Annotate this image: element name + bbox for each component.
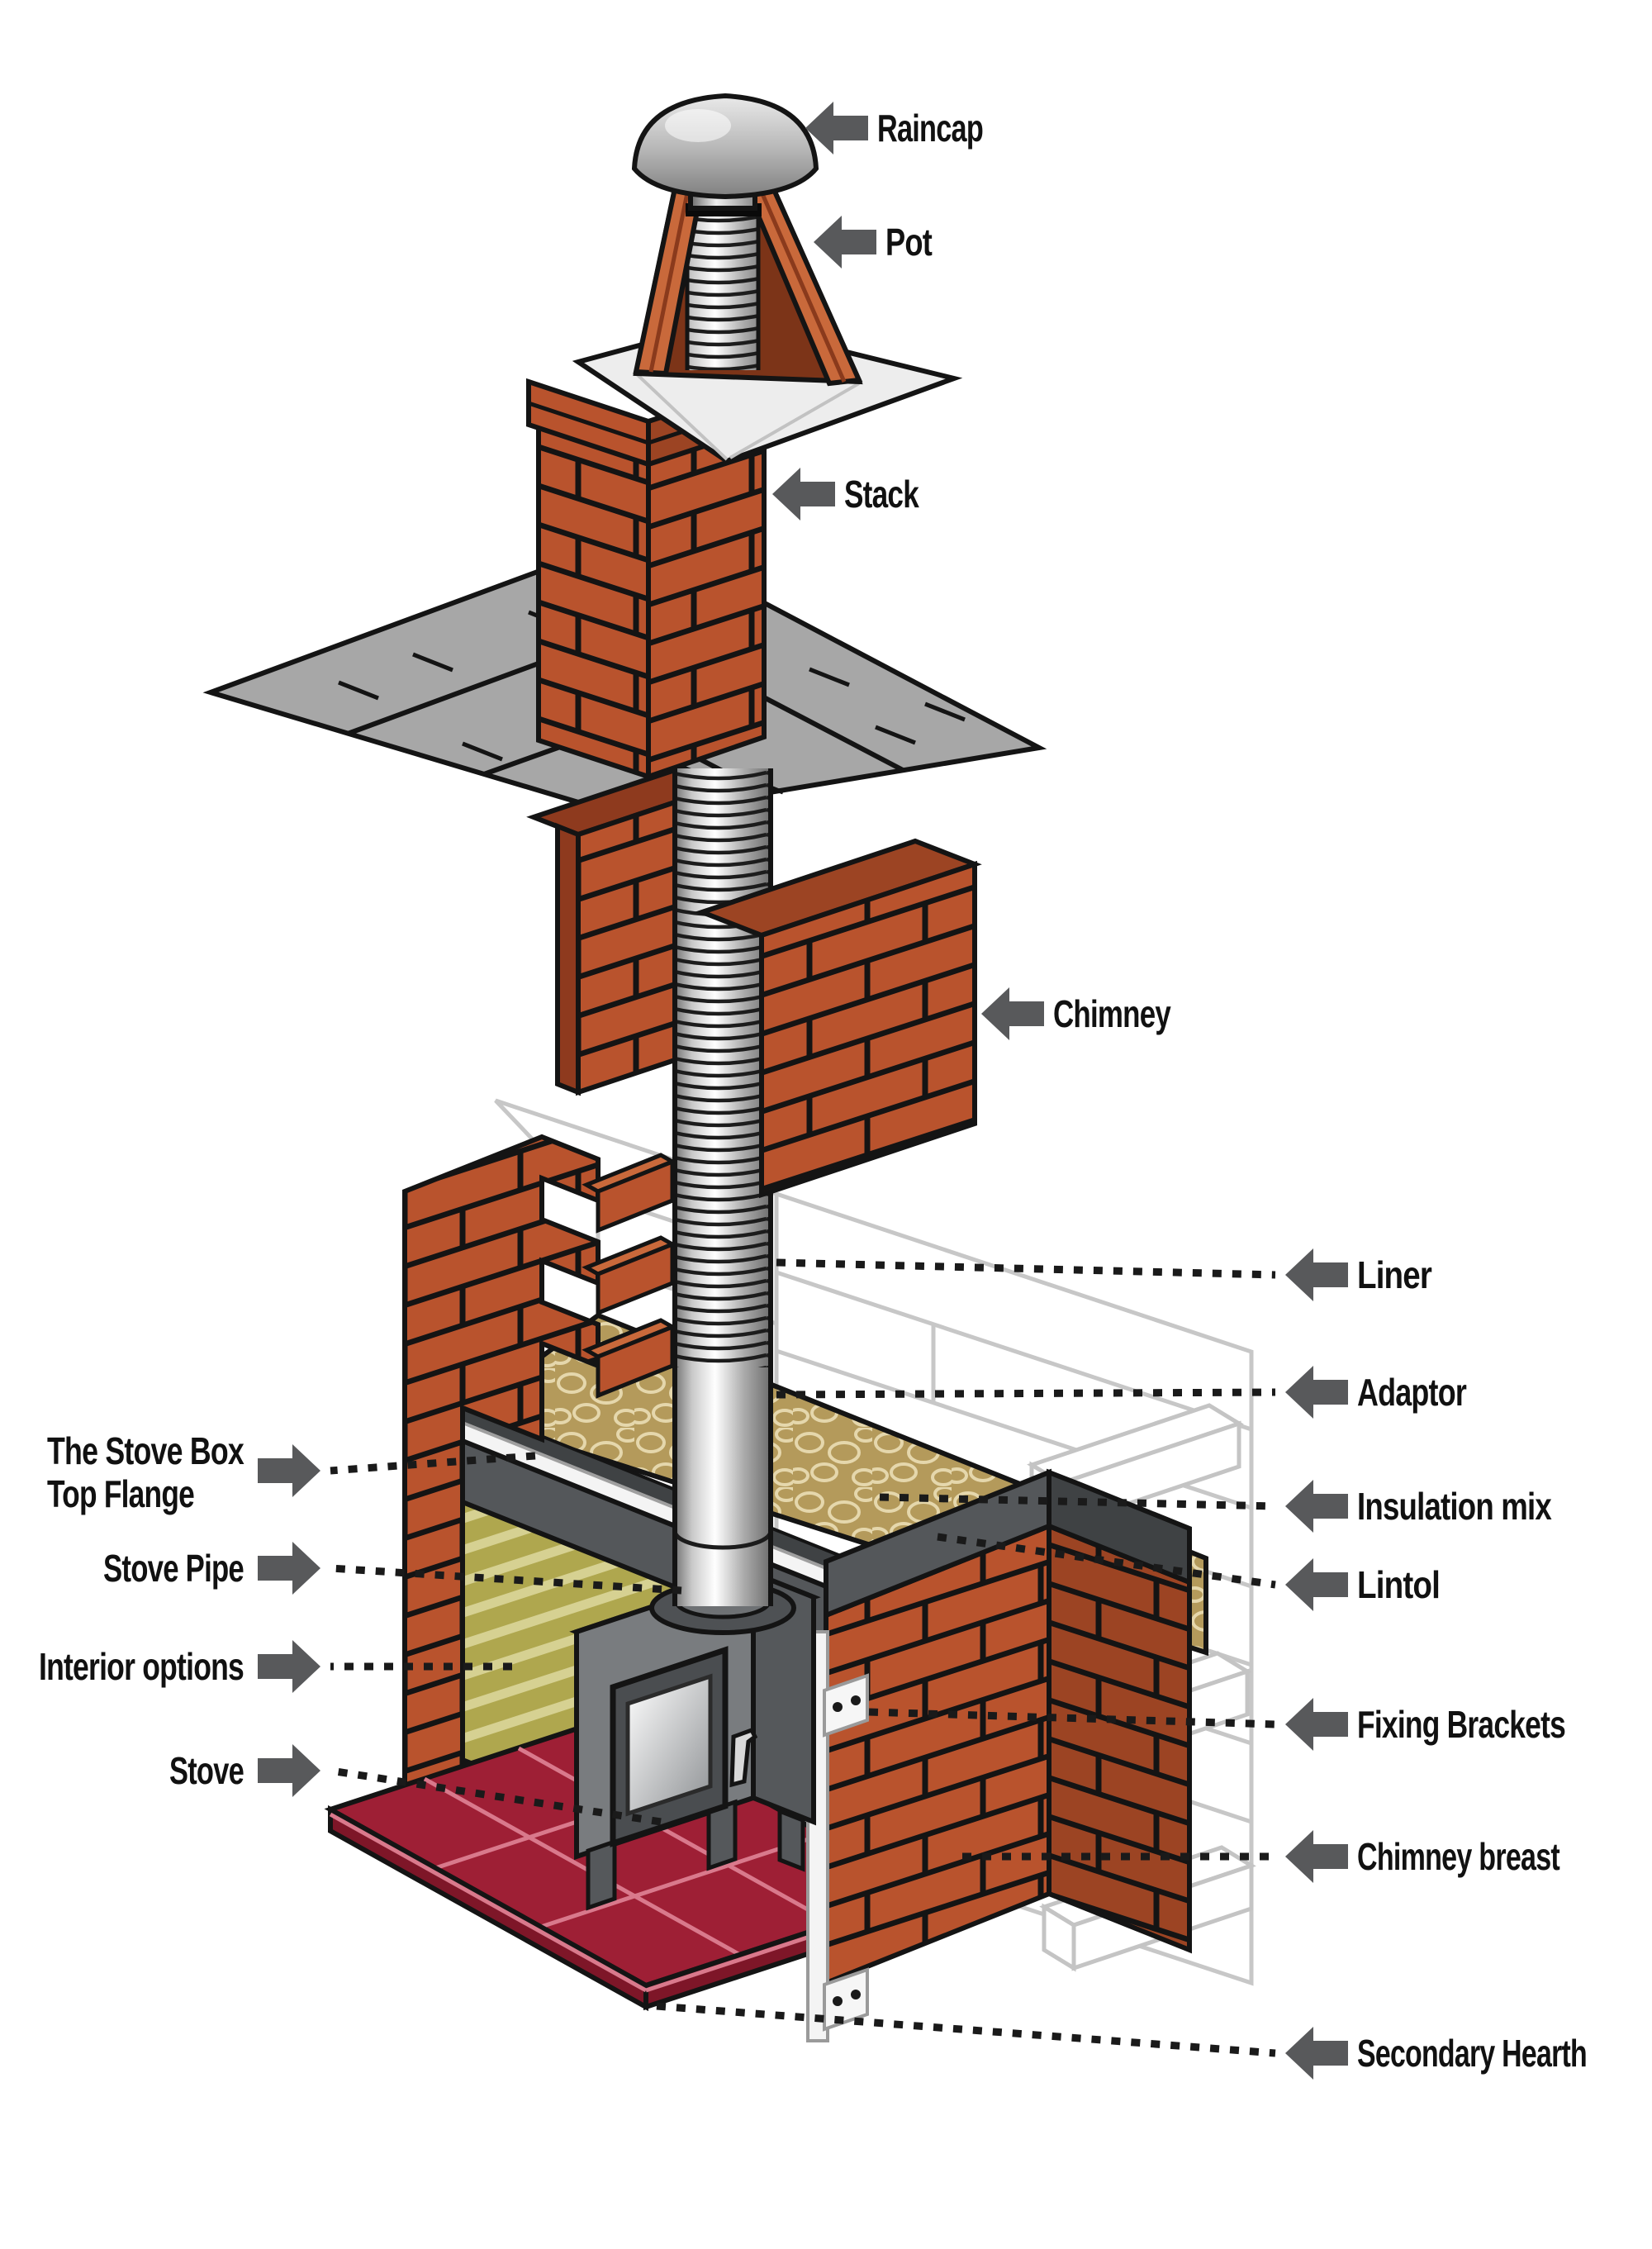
label-lintol-leader [937,1533,1276,1589]
label-stove-box-top-flange-text: The Stove Box [47,1429,244,1472]
adaptor-pipe [675,1367,771,1606]
bracket-plate-upper [823,1673,869,1738]
labels-layer: RaincapPotStackChimneyLinerAdaptorInsula… [39,102,1588,2080]
label-interior-options-text: Interior options [39,1645,244,1688]
chimney-pot-assembly [631,93,863,387]
label-stack-text: Stack [844,473,919,516]
label-stack-arrow [772,468,835,521]
stove-legs [586,1799,805,1911]
raincap-dome [631,93,819,200]
label-secondary-hearth-text: Secondary Hearth [1357,2032,1587,2075]
adaptor-joint [672,1530,773,1550]
label-chimney-arrow [981,987,1044,1040]
label-interior-options-arrow [258,1640,320,1693]
label-insulation-mix-leader [879,1493,1276,1510]
stack-right-face [646,419,767,781]
label-insulation-mix-arrow [1285,1480,1348,1533]
liner-top-segment [685,208,761,370]
label-chimney-text: Chimney [1053,992,1171,1035]
label-pot-arrow [814,216,876,269]
stove-door-handle [729,1727,758,1788]
label-raincap-text: Raincap [877,107,983,150]
label-liner-text: Liner [1357,1253,1432,1296]
label-stove-pipe-text: Stove Pipe [103,1547,244,1590]
label-fixing-brackets-leader [868,1708,1276,1728]
label-fixing-brackets-text: Fixing Brackets [1357,1703,1565,1746]
bracket-plate-lower [823,1967,869,2032]
label-adaptor-text: Adaptor [1357,1371,1467,1414]
label-chimney-breast-arrow [1285,1830,1348,1883]
label-stove-leader [330,1766,662,1826]
stack-left-face [536,422,651,781]
chimney-breast-right-column [824,1468,1192,1987]
label-adaptor-leader [776,1388,1276,1399]
label-stove-pipe-arrow [258,1542,320,1595]
label-liner-leader [776,1258,1276,1279]
label-stove-box-top-flange-arrow [258,1444,320,1497]
label-liner-arrow [1285,1248,1348,1301]
label-lintol-arrow [1285,1558,1348,1611]
label-pot-text: Pot [885,221,933,264]
label-secondary-hearth-arrow [1285,2027,1348,2080]
stove-door-glass [625,1673,713,1817]
toothed-bricks [582,1153,686,1399]
label-insulation-mix-text: Insulation mix [1357,1485,1552,1528]
label-raincap-arrow [805,102,868,155]
label-stove-arrow [258,1744,320,1797]
label-secondary-hearth-leader [656,2002,1276,2057]
raincap-highlight [665,109,731,142]
label-stove-box-top-flange-text: Top Flange [47,1472,194,1515]
label-chimney-breast-text: Chimney breast [1357,1835,1559,1878]
label-stove-box-top-flange-leader [330,1452,536,1475]
label-fixing-brackets-arrow [1285,1698,1348,1751]
liner-and-adaptor [672,768,773,1606]
label-adaptor-arrow [1285,1366,1348,1419]
chimney-pillar-front [695,838,982,1199]
label-stove-text: Stove [169,1749,244,1792]
label-lintol-text: Lintol [1357,1563,1440,1606]
